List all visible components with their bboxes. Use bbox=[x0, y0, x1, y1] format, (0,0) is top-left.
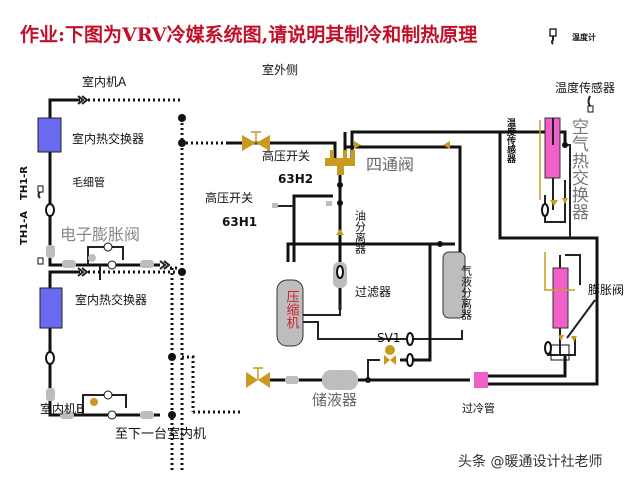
indoor-hx-b-label: 室内热交换器 bbox=[75, 292, 147, 307]
th1-r-label: TH1-R bbox=[19, 166, 30, 200]
eev-label: 电子膨胀阀 bbox=[60, 225, 140, 244]
expansion-valve-label: 膨胀阀 bbox=[588, 283, 624, 297]
temp-sensor-label: 温度传感器 bbox=[555, 80, 615, 95]
capillary-coil-icon bbox=[45, 203, 55, 217]
next-indoor-label: 至下一台室内机 bbox=[115, 426, 206, 442]
gas-liquid-separator bbox=[442, 251, 466, 319]
temp-sensor-vertical-label: 温度传感器 bbox=[505, 117, 517, 164]
sv1-label: SV1 bbox=[377, 331, 400, 345]
watermark: 头条 @暖通设计社老师 bbox=[458, 453, 602, 470]
air-hx-label: 空气热交换器 bbox=[568, 118, 589, 220]
liquid-stop-valve[interactable] bbox=[246, 367, 270, 388]
hp-switch-2-code: 63H1 bbox=[222, 215, 257, 229]
four-way-valve[interactable] bbox=[325, 150, 355, 175]
compressor: 压缩机 bbox=[276, 279, 304, 347]
legend-label: 温度计 bbox=[572, 32, 596, 42]
receiver bbox=[322, 370, 358, 390]
subcooler bbox=[474, 372, 488, 388]
filter-label: 过滤器 bbox=[355, 285, 391, 299]
gas-liquid-separator-label: 气液分离器 bbox=[460, 264, 473, 321]
oil-separator-label: 油分离器 bbox=[354, 209, 367, 255]
temperature-sensor-icon bbox=[37, 185, 44, 265]
hp-switch-1-code: 63H2 bbox=[278, 172, 313, 186]
air-heat-exchanger bbox=[539, 117, 581, 361]
hp-switch-2-label: 高压开关 bbox=[205, 190, 253, 205]
indoor-heat-exchanger-a bbox=[37, 117, 62, 153]
title: 作业:下图为VRV冷媒系统图,请说明其制冷和制热原理 bbox=[20, 23, 477, 46]
indoor-b-label: 室内机B bbox=[40, 401, 84, 416]
indoor-hx-a-label: 室内热交换器 bbox=[72, 131, 144, 146]
th1-a-label: TH1-A bbox=[19, 211, 30, 245]
indoor-a-label: 室内机A bbox=[82, 74, 127, 89]
gas-stop-valve[interactable] bbox=[242, 131, 270, 151]
svg-text:油分离器: 油分离器 bbox=[354, 209, 367, 255]
thermometer-icon bbox=[549, 28, 557, 45]
indoor-unit-b bbox=[39, 267, 180, 420]
receiver-label: 储液器 bbox=[312, 391, 357, 409]
subcooler-label: 过冷管 bbox=[462, 401, 495, 415]
four-way-valve-label: 四通阀 bbox=[366, 155, 414, 174]
outdoor-side-label: 室外侧 bbox=[262, 62, 298, 77]
sv1-solenoid-valve[interactable] bbox=[384, 345, 396, 365]
hp-switch-1-label: 高压开关 bbox=[262, 148, 310, 163]
svg-text:压缩机: 压缩机 bbox=[284, 290, 300, 330]
capillary-label: 毛细管 bbox=[72, 175, 105, 189]
indoor-heat-exchanger-b bbox=[39, 287, 63, 329]
indoor-unit-a bbox=[37, 95, 182, 280]
